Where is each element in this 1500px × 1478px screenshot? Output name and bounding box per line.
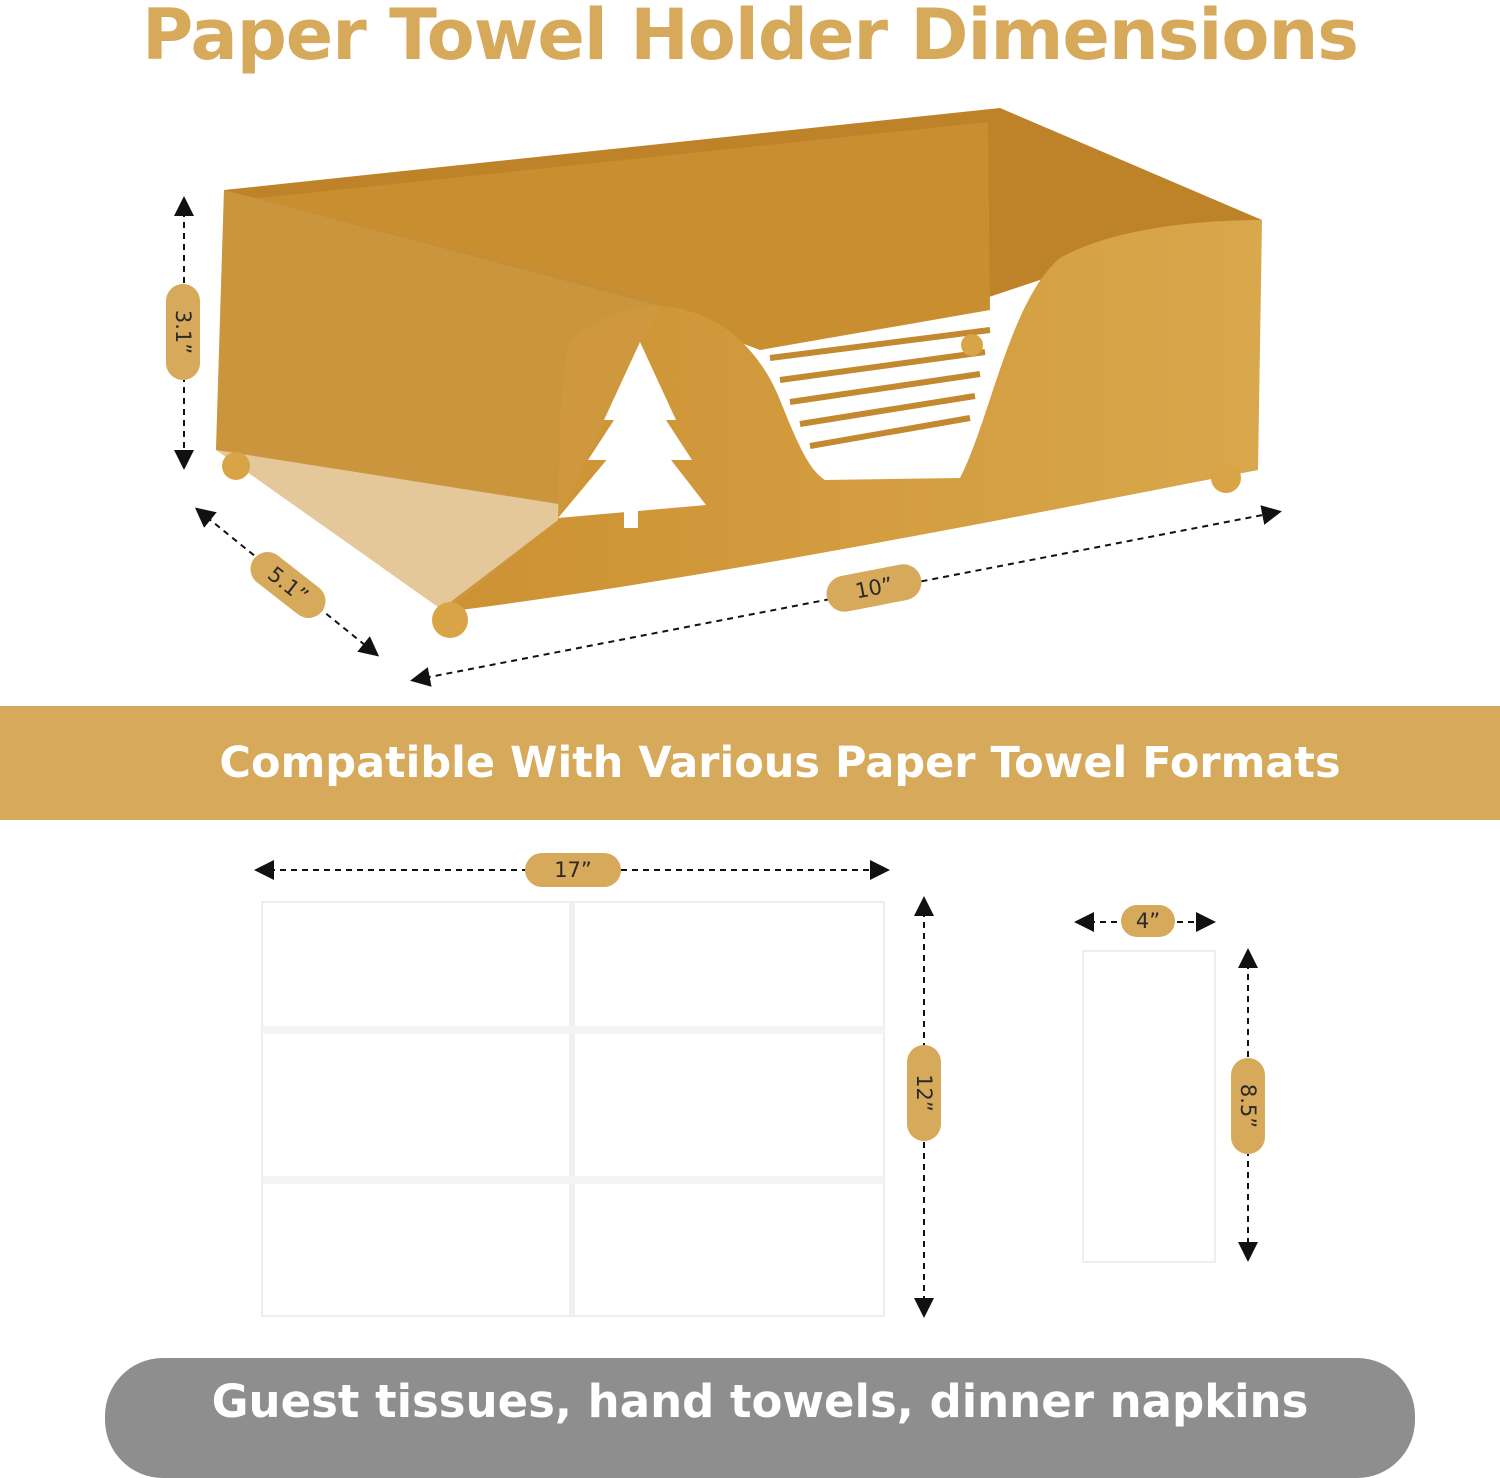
christmas-tree-cutout-icon [558, 342, 706, 528]
compatibility-banner-text: Compatible With Various Paper Towel Form… [219, 738, 1341, 788]
foot [432, 602, 468, 638]
page-title: Paper Towel Holder Dimensions [142, 0, 1359, 76]
compatibility-banner [0, 706, 1500, 820]
large-width-badge: 17” [525, 853, 621, 887]
foot [961, 334, 983, 356]
foot [1211, 463, 1241, 493]
small-width-label: 4” [1135, 909, 1161, 933]
large-width-label: 17” [554, 858, 592, 882]
foot [222, 452, 250, 480]
large-towel-sheet [261, 901, 885, 1317]
paper-towel-holder [216, 108, 1262, 638]
footer-text: Guest tissues, hand towels, dinner napki… [211, 1375, 1309, 1428]
rack-bars [769, 327, 991, 449]
large-height-label: 12” [912, 1074, 936, 1112]
height-label: 3.1” [171, 309, 195, 355]
small-towel-sheet [1082, 950, 1216, 1263]
height-badge: 3.1” [166, 284, 200, 380]
large-height-badge: 12” [907, 1045, 941, 1141]
length-label: 10” [853, 572, 895, 604]
small-height-label: 8.5” [1236, 1083, 1260, 1129]
small-height-badge: 8.5” [1231, 1058, 1265, 1154]
small-width-badge: 4” [1121, 905, 1175, 937]
